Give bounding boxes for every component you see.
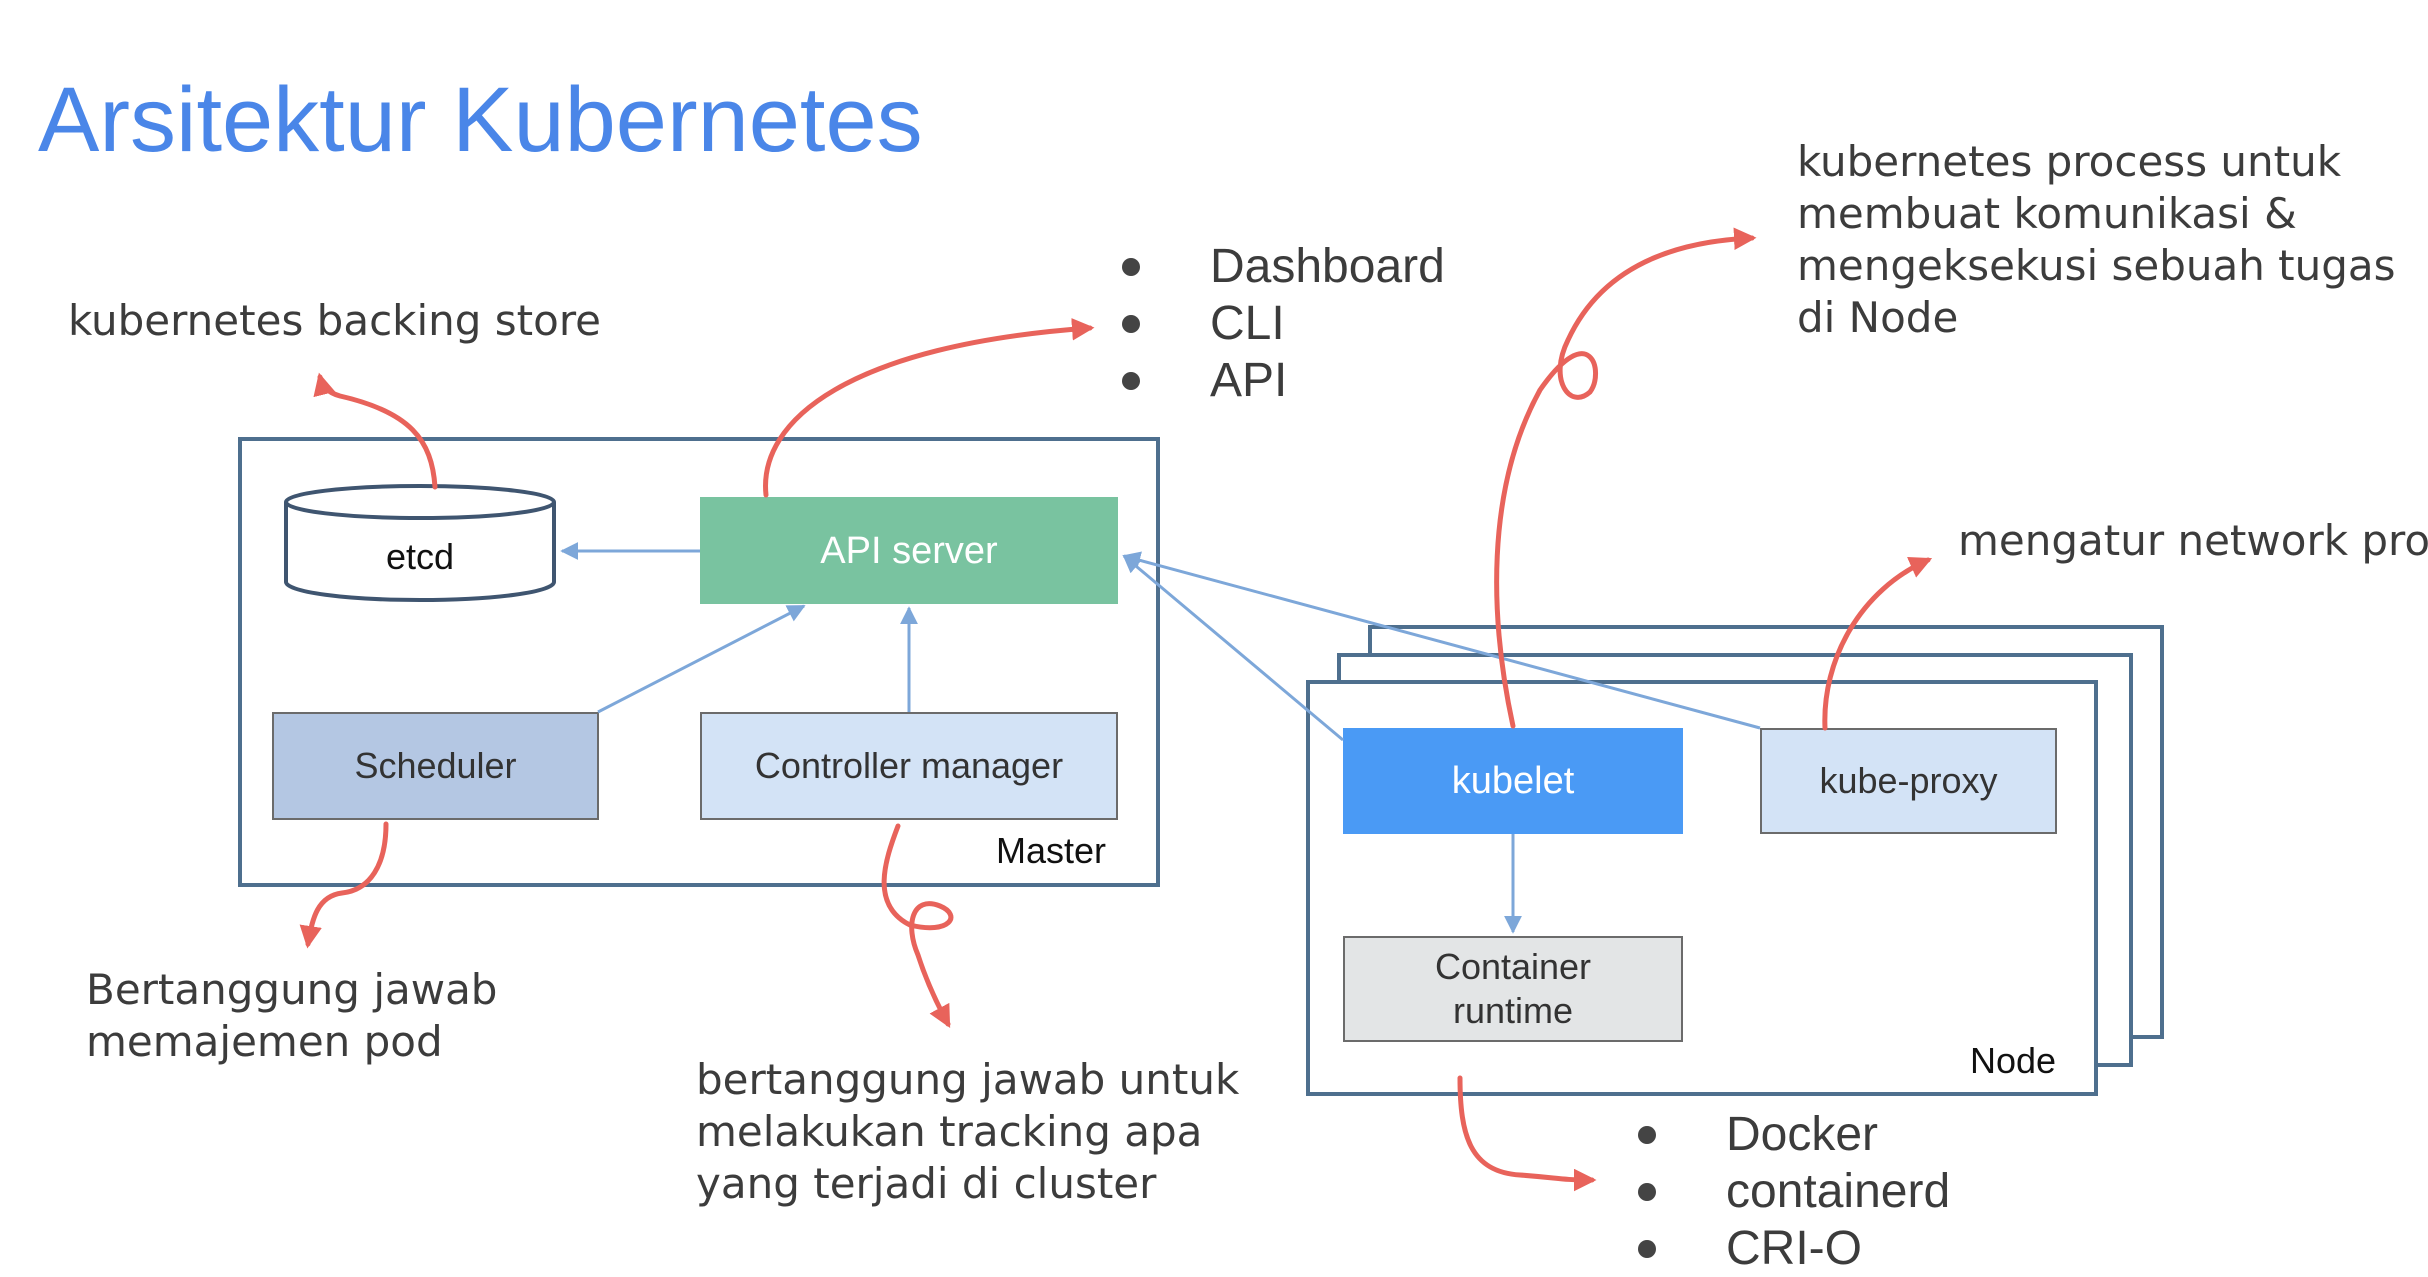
kubelet-annotation-line-1: kubernetes process untuk <box>1797 137 2342 186</box>
page-title: Arsitektur Kubernetes <box>38 69 923 171</box>
runtime-item-containerd: containerd <box>1726 1165 1951 1218</box>
controller-annotation-line-2: melakukan tracking apa <box>696 1107 1203 1156</box>
etcd-label: etcd <box>385 536 455 577</box>
api-access-item-api: API <box>1210 354 1288 407</box>
api-server-box[interactable]: API server <box>700 497 1118 604</box>
etcd-annotation: kubernetes backing store <box>68 296 602 345</box>
runtime-item-docker: Docker <box>1726 1108 1879 1161</box>
bullet-dot <box>1638 1183 1656 1201</box>
kubelet-annotation: kubernetes process untuk membuat komunik… <box>1797 136 2396 344</box>
kubelet-box[interactable]: kubelet <box>1343 728 1683 834</box>
api-access-item-dashboard: Dashboard <box>1210 240 1445 293</box>
kubelet-annotation-line-3: mengeksekusi sebuah tugas <box>1797 241 2396 290</box>
scheduler-annotation-line-1: Bertanggung jawab <box>86 965 498 1014</box>
container-runtime-line-2: runtime <box>1452 990 1574 1031</box>
bullet-dot <box>1122 372 1140 390</box>
kube-proxy-box[interactable]: kube-proxy <box>1760 728 2057 834</box>
controller-manager-box[interactable]: Controller manager <box>700 712 1118 820</box>
kubelet-annotation-line-4: di Node <box>1797 293 1959 342</box>
etcd-cylinder <box>284 484 556 602</box>
kube-proxy-annotation: mengatur network proxy <box>1958 516 2428 565</box>
container-runtime-box[interactable]: Container runtime <box>1343 936 1683 1042</box>
scheduler-annotation: Bertanggung jawab memajemen pod <box>86 964 497 1068</box>
controller-annotation-line-3: yang terjadi di cluster <box>696 1159 1157 1208</box>
master-label: Master <box>996 830 1107 871</box>
bullet-dot <box>1638 1126 1656 1144</box>
controller-annotation: bertanggung jawab untuk melakukan tracki… <box>696 1054 1239 1210</box>
bullet-dot <box>1638 1240 1656 1258</box>
controller-annotation-line-1: bertanggung jawab untuk <box>696 1055 1240 1104</box>
runtime-item-crio: CRI-O <box>1726 1222 1862 1275</box>
kubelet-annotation-line-2: membuat komunikasi & <box>1797 189 2297 238</box>
node-label: Node <box>1970 1040 2057 1081</box>
container-runtime-line-1: Container <box>1434 946 1592 987</box>
scheduler-annotation-line-2: memajemen pod <box>86 1017 443 1066</box>
api-access-item-cli: CLI <box>1210 297 1285 350</box>
bullet-dot <box>1122 258 1140 276</box>
scheduler-box[interactable]: Scheduler <box>272 712 599 820</box>
bullet-dot <box>1122 315 1140 333</box>
